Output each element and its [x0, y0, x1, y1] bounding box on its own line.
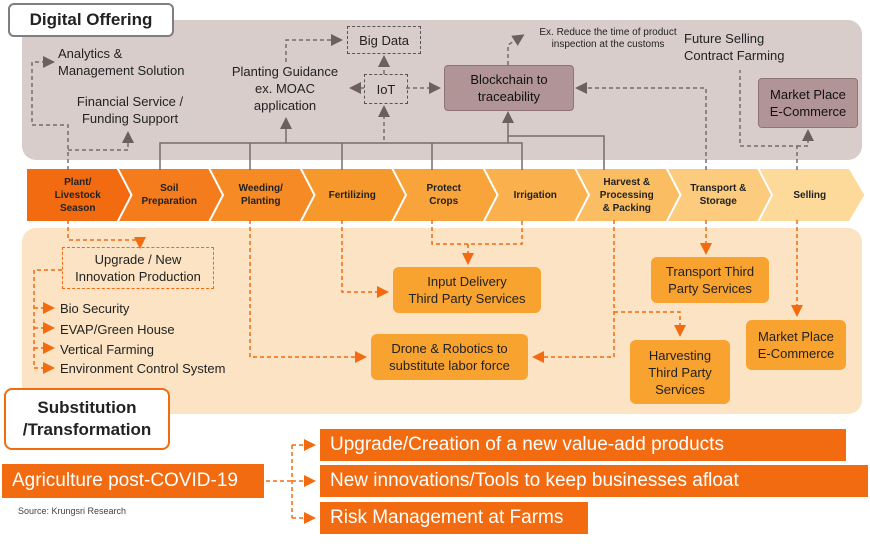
- planting-guidance-label: Planting Guidance ex. MOAC application: [231, 64, 339, 113]
- outcome-text-1: Upgrade/Creation of a new value-add prod…: [330, 434, 724, 455]
- stage-chevron-9: [756, 167, 867, 223]
- financial-label: Financial Service / Funding Support: [76, 94, 184, 126]
- outcome-box-1: Upgrade/Creation of a new value-add prod…: [320, 429, 846, 461]
- transport-services-box: Transport Third Party Services: [651, 257, 769, 303]
- list-item-env-control: Environment Control System: [60, 361, 226, 376]
- list-item-evap: EVAP/Green House: [60, 322, 175, 337]
- stage-label-9: Selling: [793, 189, 827, 201]
- stage-label-6: Irrigation: [513, 189, 557, 201]
- inspection-note: Ex. Reduce the time of product inspectio…: [539, 27, 677, 50]
- analytics-label: Analytics & Management Solution: [58, 46, 185, 78]
- digital-offering-title: Digital Offering: [8, 3, 174, 37]
- stage-label-1: Plant/ Livestock Season: [54, 176, 101, 214]
- source-note: Source: Krungsri Research: [18, 506, 127, 516]
- substitution-title-box: [4, 388, 170, 450]
- future-selling-label: Future Selling Contract Farming: [684, 31, 785, 63]
- iot-box: IoT: [364, 74, 408, 104]
- harvesting-services-box: Harvesting Third Party Services: [630, 340, 730, 404]
- marketplace-top-box: Market Place E-Commerce: [758, 78, 858, 128]
- digital-offering-panel: [22, 20, 862, 160]
- iot-text: IoT: [376, 81, 396, 97]
- list-item-vertical-farming: Vertical Farming: [60, 342, 154, 357]
- outcome-text-2: New innovations/Tools to keep businesses…: [330, 470, 739, 491]
- stage-label-7: Harvest & Processing & Packing: [599, 176, 654, 214]
- big-data-box: Big Data: [347, 26, 421, 54]
- upgrade-label: Upgrade / New Innovation Production: [75, 252, 201, 284]
- marketplace-bottom-box: Market Place E-Commerce: [746, 320, 846, 370]
- input-delivery-box: Input Delivery Third Party Services: [393, 267, 541, 313]
- big-data-text: Big Data: [359, 32, 409, 48]
- stage-label-3: Weeding/ Planting: [238, 183, 283, 207]
- stage-label-8: Transport & Storage: [690, 183, 747, 207]
- outcome-box-3: Risk Management at Farms: [320, 502, 588, 534]
- outcome-text-3: Risk Management at Farms: [330, 507, 564, 528]
- list-item-bio-security: Bio Security: [60, 301, 130, 316]
- blockchain-box: Blockchain to traceability: [444, 65, 574, 111]
- covid-label: Agriculture post-COVID-19: [12, 470, 238, 491]
- digital-offering-title-text: Digital Offering: [29, 10, 153, 29]
- outcome-box-2: New innovations/Tools to keep businesses…: [320, 465, 868, 497]
- stage-label-2: Soil Preparation: [141, 183, 198, 207]
- stage-label-5: Protect Crops: [426, 183, 461, 207]
- drone-robotics-box: Drone & Robotics to substitute labor for…: [371, 334, 528, 380]
- substitution-title: Substitution /Transformation: [22, 398, 152, 439]
- stage-label-4: Fertilizing: [328, 189, 376, 201]
- covid-label-box: Agriculture post-COVID-19: [2, 464, 264, 498]
